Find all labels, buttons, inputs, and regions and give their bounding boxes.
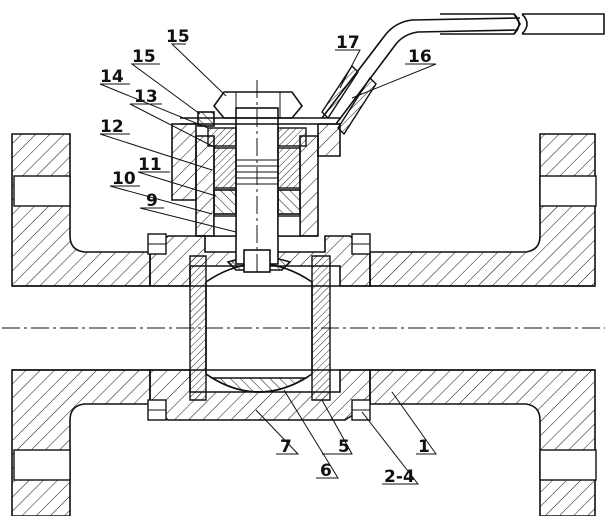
label-6: 6 [320,461,332,481]
label-17: 17 [336,33,360,53]
seats [189,255,331,401]
label-13: 14 [100,67,124,87]
label-1: 1 [418,437,430,457]
bonnet [171,123,341,237]
packing [207,127,307,237]
handle [321,13,605,136]
part-labels: 15 15 14 13 12 11 10 9 17 16 1 2-4 5 6 7 [100,27,432,487]
stem [235,80,279,276]
ball [205,256,313,393]
label-8: 9 [146,191,158,211]
label-7: 7 [280,437,292,457]
label-5: 5 [338,437,350,457]
label-9: 10 [112,169,136,189]
label-12: 13 [134,87,158,107]
label-15: 15 [166,27,190,47]
label-16: 16 [408,47,432,67]
bolts [147,233,371,421]
left-flange [11,133,151,516]
right-flange [369,133,597,516]
bore [2,285,605,371]
label-11: 12 [100,117,124,137]
leader-lines [99,43,437,485]
nut [212,91,304,119]
label-10: 11 [138,155,162,175]
label-2-4: 2-4 [384,467,415,487]
label-14: 15 [132,47,156,67]
